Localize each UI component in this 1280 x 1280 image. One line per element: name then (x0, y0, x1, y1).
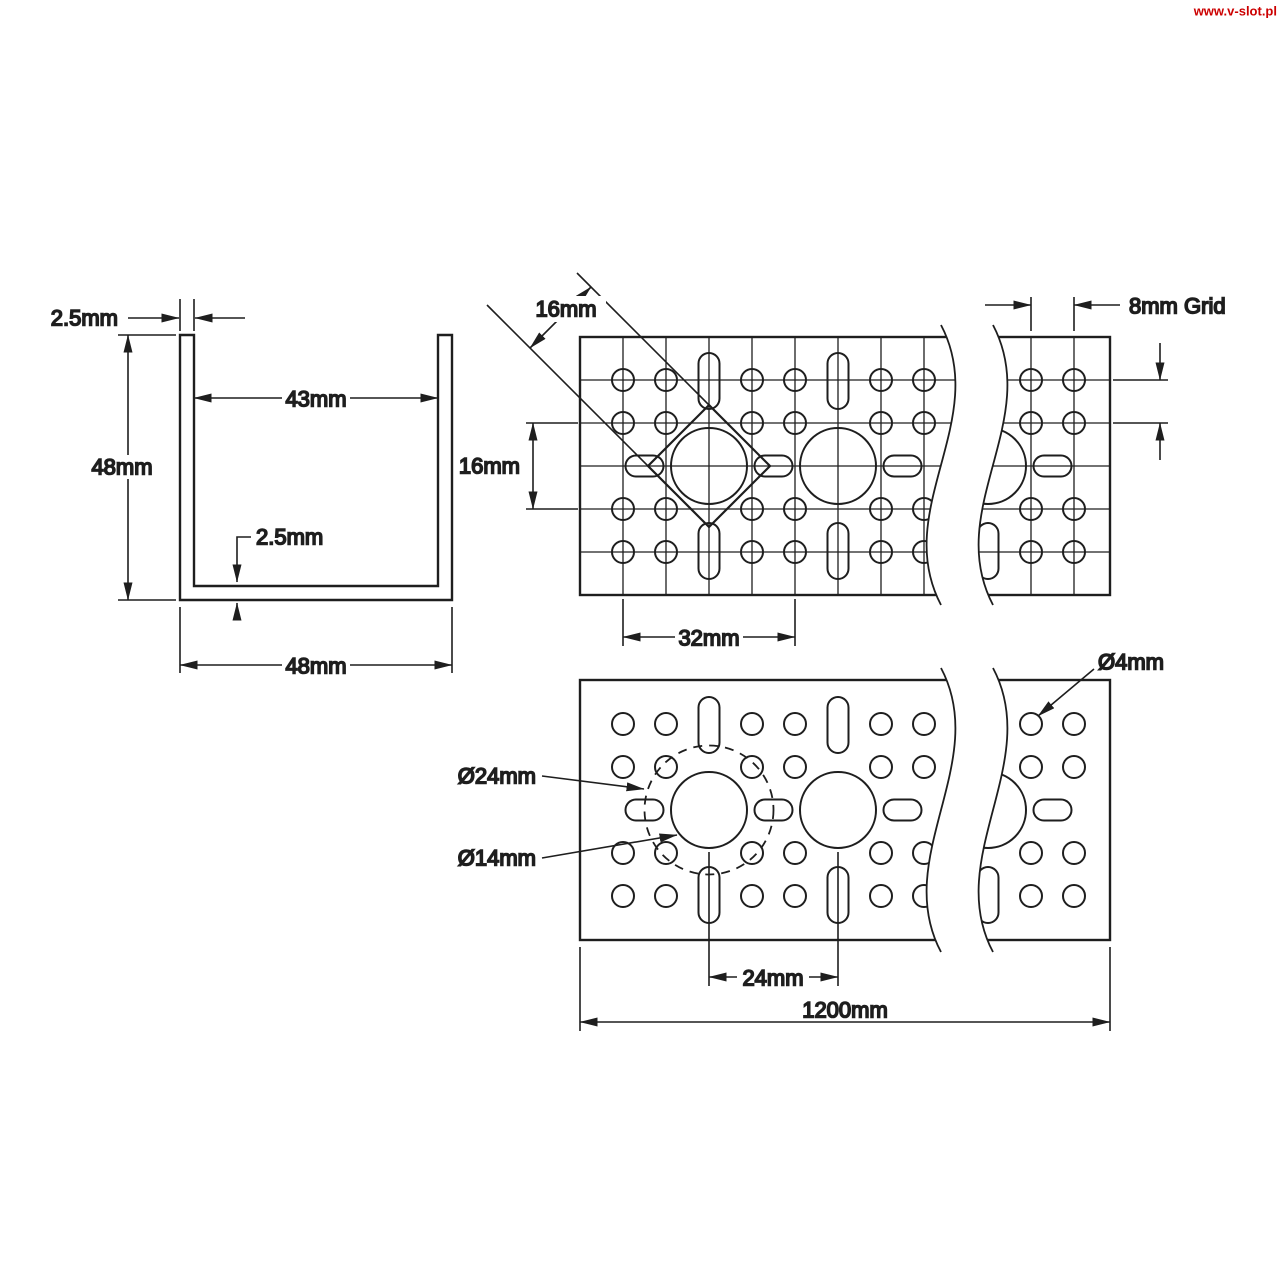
dim-outer-height: 48mm (87, 334, 176, 601)
outer-width-label: 48mm (285, 654, 346, 679)
row-spacing-label: 16mm (459, 454, 520, 479)
dim-grid-8mm-vertical (1113, 343, 1168, 460)
break-line (925, 667, 957, 953)
break-mask (926, 325, 1008, 605)
wall-thickness-label: 2.5mm (51, 306, 118, 331)
side-hole-pattern (611, 352, 1086, 580)
bolt-circle-label: Ø24mm (458, 764, 536, 789)
small-hole-label: Ø4mm (1098, 650, 1164, 675)
dim-pattern-pitch: 32mm (622, 599, 796, 651)
dim-large-hole-spacing: 24mm (708, 852, 839, 991)
grid-label: 8mm Grid (1129, 294, 1226, 319)
callout-bolt-circle: Ø24mm (457, 763, 645, 792)
side-view: 16mm 16mm 8mm Grid 32mm (458, 272, 1226, 651)
dim-floor-thickness: 2.5mm (232, 524, 324, 621)
break-mask (926, 668, 1008, 952)
dim-overall-length: 1200mm (579, 947, 1111, 1031)
overall-length-label: 1200mm (802, 998, 888, 1023)
rotated-square-16mm (646, 403, 772, 529)
dim-outer-width: 48mm (179, 607, 453, 679)
large-hole-spacing-label: 24mm (742, 966, 803, 991)
dim-grid-8mm: 8mm Grid (985, 293, 1226, 331)
break-line (977, 667, 1009, 953)
face-view-outline (578, 678, 1112, 942)
face-view: Ø4mm Ø24mm Ø14mm 24mm 1200mm (457, 649, 1165, 1031)
u-channel-outline (178, 333, 454, 602)
square-pattern-label: 16mm (535, 297, 596, 322)
dim-row-spacing: 16mm (458, 422, 578, 510)
large-hole-label: Ø14mm (458, 846, 536, 871)
pattern-pitch-label: 32mm (678, 626, 739, 651)
outer-height-label: 48mm (91, 455, 152, 480)
break-line (925, 324, 957, 606)
dim-inner-width: 43mm (193, 386, 439, 412)
inner-width-label: 43mm (285, 387, 346, 412)
dim-wall-thickness: 2.5mm (50, 299, 245, 331)
callout-small-hole: Ø4mm (1037, 649, 1165, 717)
channel-grid-lines (580, 337, 1110, 595)
cross-section-view: 2.5mm 43mm 48mm 2.5mm 48mm (50, 299, 454, 679)
watermark: www.v-slot.pl (1193, 4, 1277, 19)
break-line (977, 324, 1009, 606)
face-hole-pattern (611, 696, 1086, 924)
dim-square-pattern: 16mm (486, 272, 718, 476)
callout-large-hole: Ø14mm (457, 833, 678, 871)
floor-thickness-label: 2.5mm (256, 525, 323, 550)
